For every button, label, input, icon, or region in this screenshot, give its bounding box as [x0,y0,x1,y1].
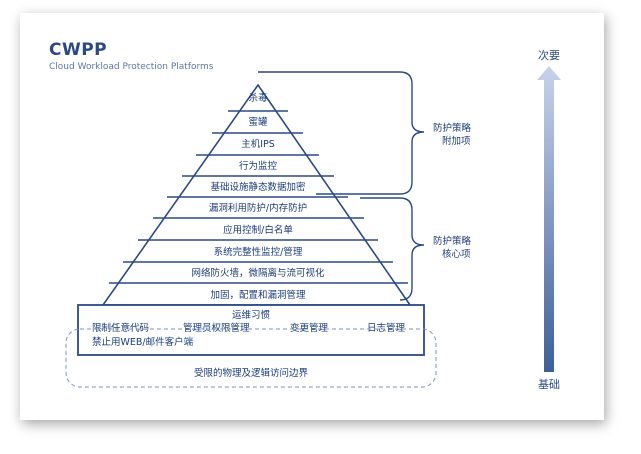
layer-antivirus: 杀毒 [248,92,268,104]
ops-item-admin-privilege: 管理员权限管理 [183,322,250,334]
boundary-box [65,328,437,388]
ops-box-title: 运维习惯 [232,309,271,321]
upper-brace-label-line1: 防护策略 [433,122,472,134]
ops-item-log-management: 日志管理 [367,322,406,334]
boundary-label: 受限的物理及逻辑访问边界 [194,367,309,379]
axis-bottom-label: 基础 [538,378,560,391]
ops-box [77,304,425,356]
layer-app-control: 应用控制/白名单 [223,224,293,236]
layer-behavior-monitoring: 行为监控 [239,160,278,172]
lower-brace [360,197,425,301]
pyramid-separators [109,110,408,284]
upper-brace [258,71,425,195]
ops-item-no-web-mail: 禁止用WEB/邮件客户端 [92,336,194,348]
layer-host-ips: 主机IPS [241,138,275,150]
diagram-title: CWPP [49,40,108,60]
ops-item-restrict-code: 限制任意代码 [92,322,149,334]
diagram-subtitle: Cloud Workload Protection Platforms [49,62,214,72]
lower-brace-label-line1: 防护策略 [433,235,472,247]
layer-firewall-microsegmentation: 网络防火墙，微隔离与流可视化 [191,267,325,279]
layer-data-encryption: 基础设施静态数据加密 [210,181,306,193]
upper-brace-label-line2: 附加项 [442,135,471,147]
layer-honeypot: 蜜罐 [248,116,268,128]
axis-top-label: 次要 [538,48,560,62]
axis-arrow [537,66,561,372]
ops-item-change-management: 变更管理 [290,322,329,334]
lower-brace-label-line2: 核心项 [442,248,471,260]
layer-exploit-prevention: 漏洞利用防护/内存防护 [209,202,307,214]
layer-integrity-monitoring: 系统完整性监控/管理 [214,246,303,258]
layer-hardening: 加固，配置和漏洞管理 [210,289,306,301]
